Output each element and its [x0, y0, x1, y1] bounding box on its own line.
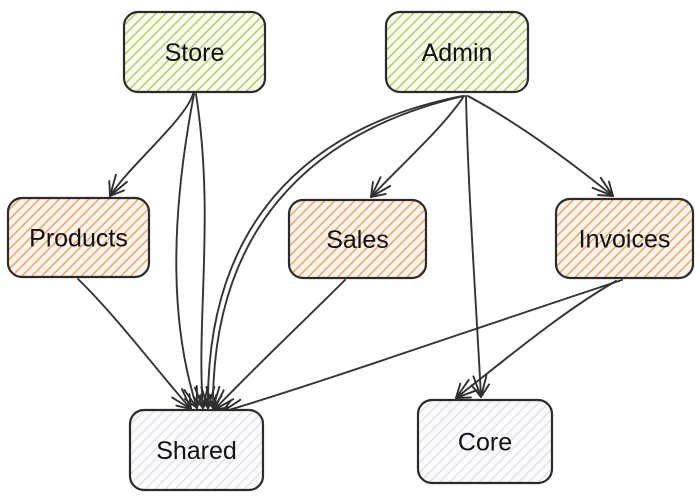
edge-line — [467, 95, 614, 197]
edge-line — [195, 93, 206, 409]
node-label: Admin — [422, 39, 493, 67]
arrow-head-icon — [108, 180, 125, 197]
edge-admin-to-invoices — [467, 95, 614, 197]
node-admin[interactable]: Admin — [384, 10, 530, 94]
edge-line — [213, 279, 346, 411]
edge-invoices-to-shared — [221, 279, 623, 418]
node-label: Core — [458, 429, 512, 457]
arrow-head-icon — [455, 382, 472, 399]
edge-line — [175, 93, 198, 409]
node-box[interactable] — [6, 196, 151, 279]
node-box[interactable] — [554, 197, 695, 280]
edge-products-to-shared — [77, 278, 192, 410]
node-box[interactable] — [384, 10, 530, 94]
node-box[interactable] — [122, 10, 267, 94]
edge-line — [370, 95, 465, 198]
node-label: Sales — [326, 226, 389, 254]
node-label: Invoices — [579, 226, 671, 254]
edge-line — [455, 280, 617, 399]
edge-line — [77, 278, 192, 410]
edge-line — [221, 279, 623, 413]
edge-admin-to-core — [465, 95, 491, 398]
edge-line — [212, 95, 465, 409]
edge-line — [465, 95, 482, 398]
node-label: Products — [29, 225, 128, 253]
node-core[interactable]: Core — [416, 398, 554, 485]
arrow-head-icon — [370, 181, 387, 198]
node-shared[interactable]: Shared — [128, 408, 265, 492]
node-invoices[interactable]: Invoices — [554, 197, 695, 280]
edge-sales-to-shared — [213, 279, 346, 411]
node-store[interactable]: Store — [122, 10, 267, 94]
node-products[interactable]: Products — [6, 196, 151, 279]
arrow-head-icon — [470, 383, 491, 398]
node-box[interactable] — [128, 408, 265, 492]
edge-store-to-shared — [175, 93, 203, 409]
edge-layer — [77, 93, 623, 418]
node-label: Shared — [156, 437, 237, 465]
edge-admin-to-sales — [370, 95, 465, 198]
arrow-head-icon — [597, 180, 614, 197]
edge-store-to-products — [108, 93, 194, 197]
node-label: Store — [165, 39, 225, 67]
edge-line — [207, 95, 463, 409]
node-box[interactable] — [416, 398, 554, 485]
edge-store-to-shared — [192, 93, 212, 409]
node-box[interactable] — [287, 198, 428, 280]
node-sales[interactable]: Sales — [287, 198, 428, 280]
edge-line — [109, 93, 194, 197]
edge-invoices-to-core — [455, 280, 617, 399]
